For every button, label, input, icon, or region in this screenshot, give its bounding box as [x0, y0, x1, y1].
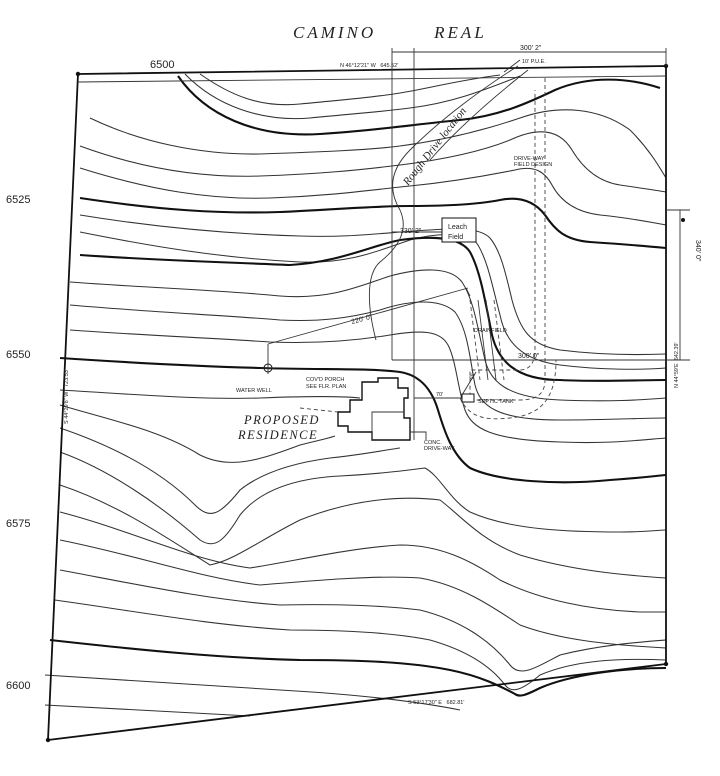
leach-field-label: Leach Field [448, 224, 469, 241]
property-boundary [47, 65, 667, 742]
proposed-residence-footprint [337, 377, 411, 441]
septic-tank-box [461, 393, 475, 403]
east-bearing-label: N 44°59'E 642.39' [674, 342, 680, 388]
corner-marker [75, 71, 81, 77]
elevation-label-6600: 6600 [6, 680, 30, 692]
drainfield-lines [469, 299, 505, 381]
septic-distance-label: 70' [436, 392, 443, 398]
water-well-marker [262, 344, 274, 374]
driveway-field-design-label: DRIVE-WAY FIELD DESIGN [514, 156, 552, 168]
side-width-label: 300' 0" [518, 353, 540, 360]
drainfield-label: DRAINFIELD [474, 328, 507, 334]
west-bearing-label: S 44°29'8" W 723.53' [64, 369, 70, 424]
porch-label: COV'D PORCH SEE FLR. PLAN [306, 377, 346, 390]
top-width-label: 300' 2" [520, 45, 542, 52]
slope-distance-label: 65' [469, 372, 478, 381]
dimension-lines [267, 48, 690, 440]
road-name-label: CAMINO REAL [293, 23, 487, 42]
contour-lines [44, 73, 667, 717]
driveway-field-design [469, 78, 546, 401]
survey-point-marker [681, 218, 685, 222]
elevation-label-6575: 6575 [6, 518, 30, 530]
right-height-label: 340' 0" [694, 240, 701, 262]
elevation-label-6525: 6525 [6, 194, 30, 206]
north-bearing-label: N 46°12'21" W 645.52' [340, 63, 398, 69]
elevation-label-6500: 6500 [150, 59, 174, 71]
leach-field-box [441, 217, 477, 243]
proposed-residence-label: PROPOSED RESIDENCE [237, 413, 325, 442]
septic-tank-label: SEPTIC TANK [478, 399, 514, 405]
utility-easement-label: 10' P.U.E. [522, 59, 546, 65]
concrete-driveway-label: CONC. DRIVE-WAY [424, 440, 455, 452]
elevation-label-6550: 6550 [6, 349, 30, 361]
rough-drive-location-label: Rough Drive location [400, 105, 469, 189]
corner-marker [663, 661, 669, 667]
rough-drive-path [368, 65, 519, 341]
corner-marker [45, 737, 51, 743]
leach-offset-label: 330' 2" [400, 228, 422, 235]
south-bearing-label: S 53°17'30" E 682.81' [408, 700, 464, 706]
water-well-label: WATER WELL [236, 388, 272, 394]
